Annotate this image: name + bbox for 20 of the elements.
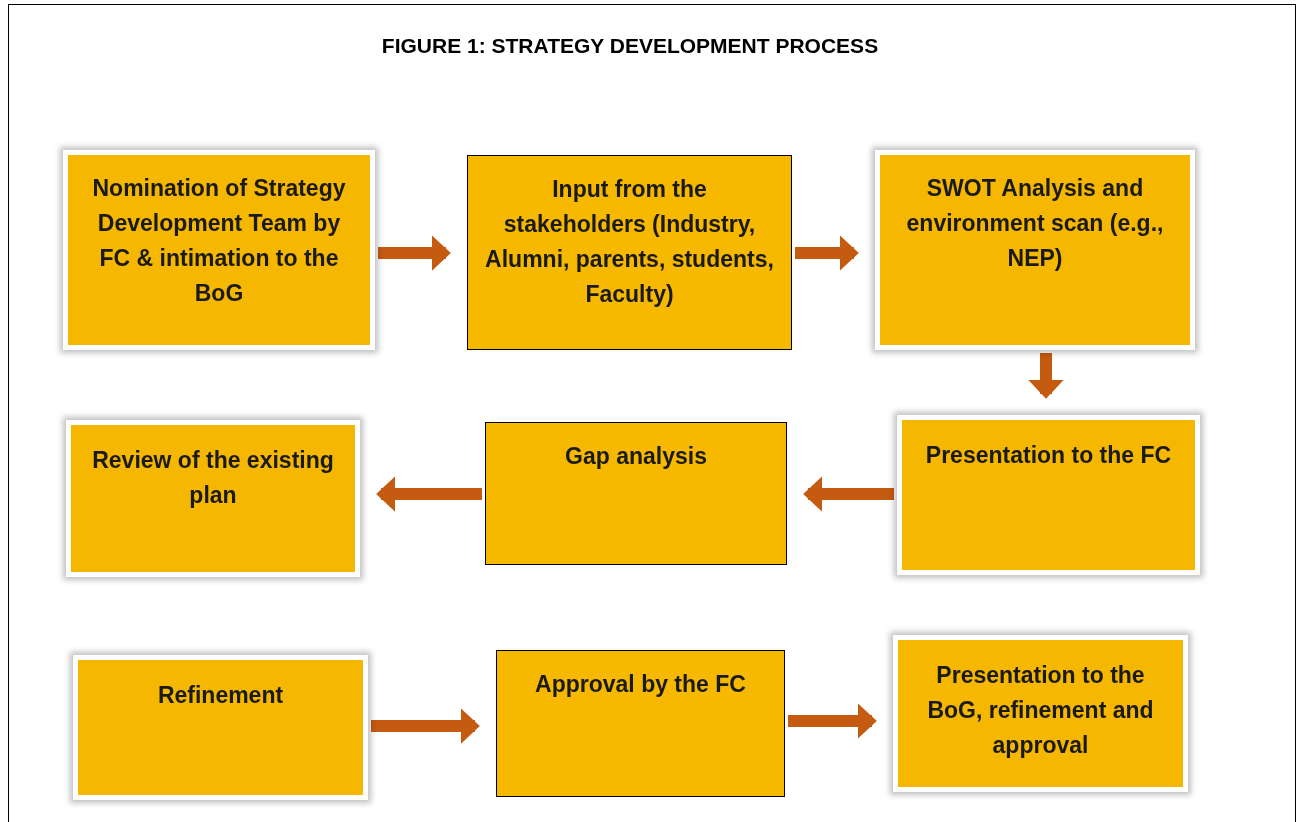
process-box	[496, 650, 785, 797]
box-text: Nomination of Strategy Development Team by FC & intimation to the BoG	[91, 174, 347, 308]
arrow	[371, 708, 480, 744]
arrow	[1028, 353, 1064, 399]
arrow	[378, 235, 451, 271]
arrow	[803, 476, 894, 512]
box-text: SWOT Analysis and environment scan (e.g., NEP)	[905, 174, 1165, 273]
box-text: Approval by the FC	[535, 670, 746, 699]
box-text: Review of the existing plan	[91, 446, 335, 510]
box-text: Input from the stakeholders (Industry, Alumni, parents, students, Faculty)	[484, 175, 775, 309]
arrow	[795, 235, 859, 271]
box-text: Presentation to the BoG, refinement and approval	[926, 661, 1155, 760]
process-box	[467, 155, 792, 350]
box-text: Presentation to the FC	[925, 441, 1172, 470]
box-text: Refinement	[157, 681, 284, 710]
title: FIGURE 1: STRATEGY DEVELOPMENT PROCESS	[380, 33, 880, 59]
process-box	[485, 422, 787, 565]
box-text: Gap analysis	[565, 442, 707, 471]
arrow	[788, 703, 877, 739]
arrow	[376, 476, 482, 512]
